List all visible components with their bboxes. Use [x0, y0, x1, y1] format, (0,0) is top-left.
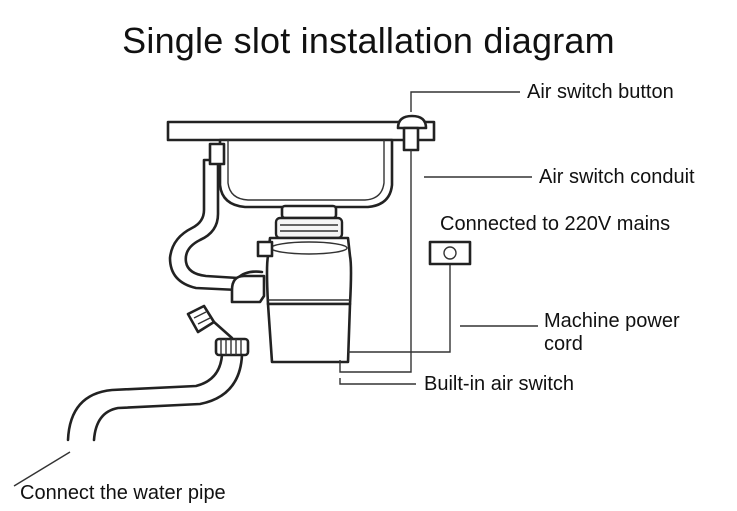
- discharge-elbow: [230, 274, 266, 304]
- label-machine-power-cord-line1: Machine power: [544, 310, 680, 332]
- air-switch-conduit-line: [339, 150, 412, 373]
- drain-hose-inner: [92, 353, 244, 442]
- leader-built-in-air-switch: [339, 378, 416, 385]
- sink-bowl: [218, 138, 394, 209]
- countertop: [166, 120, 436, 142]
- outlet-socket: [443, 246, 457, 260]
- coupling-nut: [214, 337, 250, 357]
- side-inlet: [256, 240, 274, 258]
- label-machine-power-cord-line2: cord: [544, 333, 583, 355]
- label-air-switch-conduit: Air switch conduit: [539, 166, 695, 188]
- disposer-upper-body: [265, 236, 353, 306]
- collar-ribs: [280, 224, 338, 232]
- diagram-title: Single slot installation diagram: [122, 20, 615, 61]
- air-switch-button: [396, 114, 428, 130]
- drain-hose-outer: [66, 353, 224, 442]
- mains-outlet: [428, 240, 472, 266]
- leader-water-pipe: [13, 451, 71, 487]
- pipe-clamp: [186, 304, 216, 334]
- label-built-in-air-switch: Built-in air switch: [424, 373, 575, 395]
- coupling-ribs: [220, 339, 242, 355]
- label-water-pipe: Connect the water pipe: [20, 482, 226, 504]
- sink-flange: [280, 204, 338, 220]
- label-air-switch-button: Air switch button: [527, 81, 674, 103]
- leader-air-switch-button: [410, 91, 520, 112]
- power-cord-line: [348, 262, 451, 353]
- drain-collar: [274, 216, 344, 240]
- air-switch-button-stem: [402, 126, 420, 152]
- label-mains: Connected to 220V mains: [440, 213, 671, 235]
- tailpiece-link: [212, 320, 234, 340]
- clamp-ribs: [193, 311, 211, 325]
- sink-inner-rim: [227, 140, 385, 201]
- overflow-fitting: [208, 142, 226, 166]
- disposer-motor: [266, 302, 352, 364]
